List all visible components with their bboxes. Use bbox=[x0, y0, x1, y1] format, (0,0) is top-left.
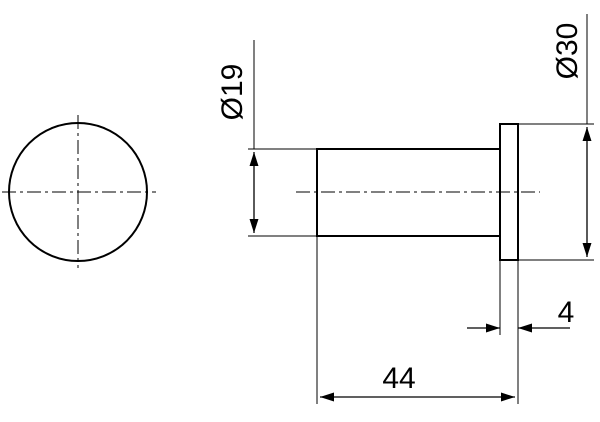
flange-thickness-label: 4 bbox=[558, 296, 575, 329]
flange-diameter-label: Ø30 bbox=[551, 23, 584, 80]
overall-length-dimension: 44 bbox=[316, 236, 515, 404]
flange-diameter-dimension: Ø30 bbox=[518, 14, 594, 261]
front-view bbox=[2, 115, 156, 268]
shaft-diameter-dimension: Ø19 bbox=[216, 40, 317, 237]
side-view bbox=[296, 123, 540, 261]
shaft-diameter-label: Ø19 bbox=[216, 64, 249, 121]
overall-length-label: 44 bbox=[382, 362, 415, 395]
flange-thickness-dimension: 4 bbox=[467, 260, 574, 404]
